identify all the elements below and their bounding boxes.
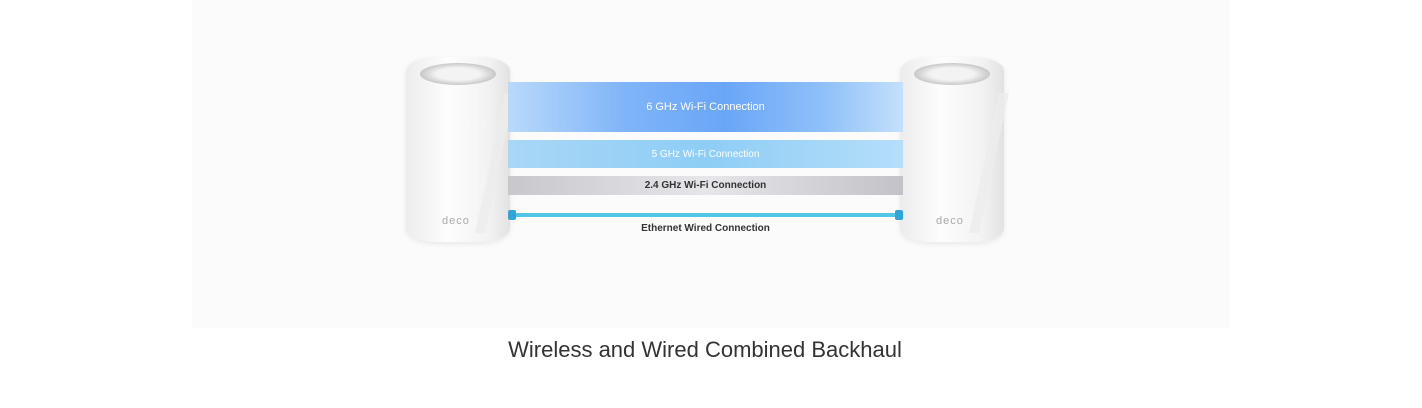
band-6ghz: 6 GHz Wi-Fi Connection	[508, 82, 903, 132]
ethernet-label: Ethernet Wired Connection	[641, 223, 770, 234]
device-top	[420, 63, 496, 85]
ethernet-plug-icon	[895, 210, 903, 220]
device-top	[914, 63, 990, 85]
device-logo: deco	[442, 215, 470, 227]
device-seven-mark	[929, 93, 1009, 233]
ethernet-cable	[512, 213, 901, 217]
band-5ghz: 5 GHz Wi-Fi Connection	[508, 140, 903, 168]
band-24ghz-label: 2.4 GHz Wi-Fi Connection	[644, 180, 767, 191]
deco-device-left: deco	[406, 57, 515, 242]
ethernet-plug-icon	[508, 210, 516, 220]
deco-device-right: deco	[900, 57, 1009, 242]
caption: Wireless and Wired Combined Backhaul	[508, 337, 902, 362]
band-6ghz-label: 6 GHz Wi-Fi Connection	[646, 101, 765, 113]
device-seven-mark	[435, 93, 515, 233]
band-5ghz-label: 5 GHz Wi-Fi Connection	[651, 148, 760, 160]
device-logo: deco	[936, 215, 964, 227]
band-24ghz: 2.4 GHz Wi-Fi Connection	[508, 176, 903, 195]
